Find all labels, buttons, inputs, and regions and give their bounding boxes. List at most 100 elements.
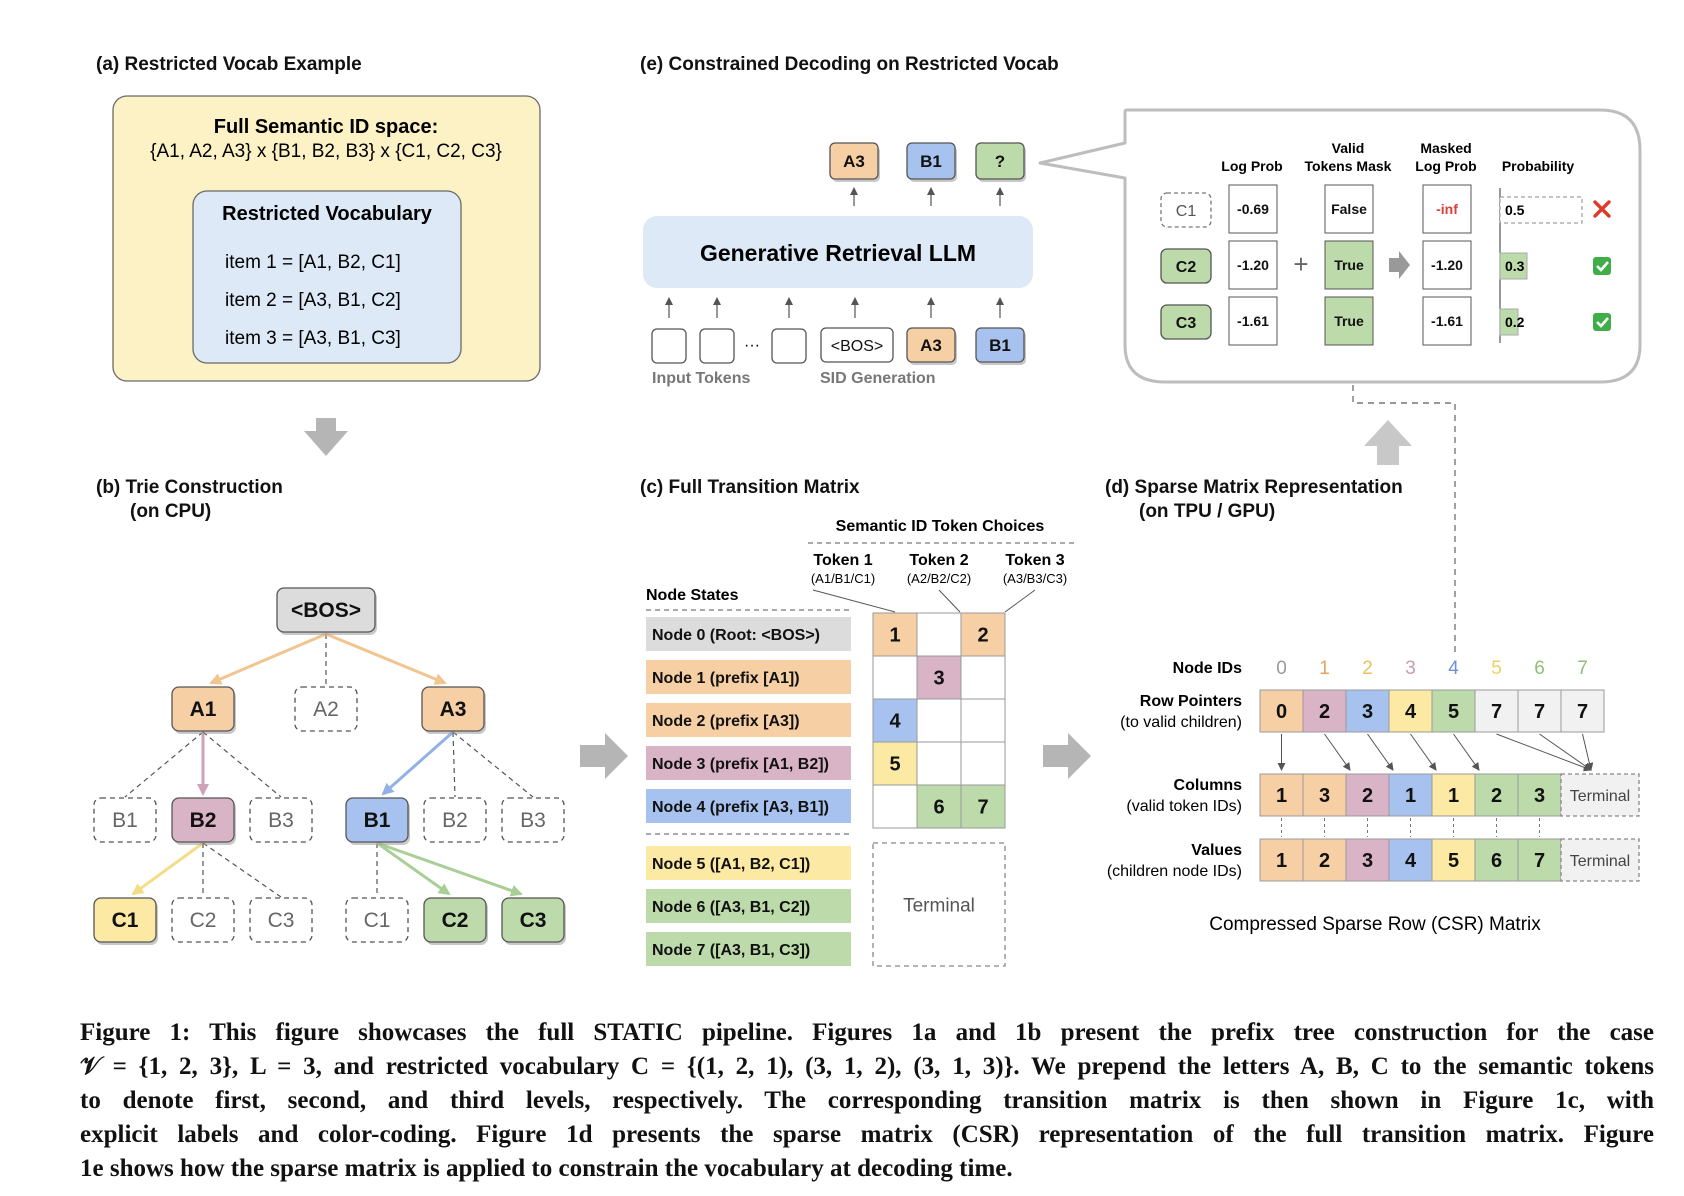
- probability-bar: [1499, 252, 1528, 280]
- column-cell-label: 1: [1276, 785, 1287, 807]
- trie-node-level3: C3: [501, 897, 565, 943]
- column-cell-label: 1: [1448, 785, 1459, 807]
- decoder-output-token-label: ?: [995, 152, 1005, 171]
- panel-c-title: (c) Full Transition Matrix: [640, 477, 860, 498]
- panel-b-title-line1: (b) Trie Construction: [96, 477, 283, 498]
- trie-node-level2: B2: [171, 797, 235, 843]
- probability-bar: [1499, 308, 1519, 336]
- value-cell-label: 6: [1491, 850, 1502, 872]
- trie-node-level1: A2: [294, 686, 358, 732]
- llm-box: [643, 216, 1033, 288]
- row-pointer-cell-label: 0: [1276, 701, 1287, 723]
- panel-b-title: (b) Trie Construction (on CPU): [96, 476, 283, 524]
- value-cell: 7: [1517, 838, 1562, 882]
- matrix-cell: [960, 698, 1006, 743]
- masked-log-prob-cell: -1.61: [1422, 296, 1472, 346]
- trie-node-level2: B1: [93, 797, 157, 843]
- node-id: 3: [1405, 658, 1416, 679]
- full-space-title: Full Semantic ID space:: [214, 116, 439, 138]
- trie-node-level3-label: C2: [190, 909, 217, 932]
- value-cell-label: 4: [1405, 850, 1417, 872]
- candidate-token: C1: [1160, 192, 1212, 228]
- row-pointer-cell-label: 7: [1577, 701, 1588, 723]
- matrix-cell: [872, 784, 918, 829]
- trie-node-level2: B3: [501, 797, 565, 843]
- value-cell: 6: [1474, 838, 1519, 882]
- decoder-output-token: ?: [975, 142, 1025, 180]
- token-header-sub: (A2/B2/C2): [907, 571, 971, 586]
- token-header: Token 3: [1005, 552, 1064, 569]
- check-icon: [1593, 313, 1611, 331]
- matrix-cell: 1: [872, 612, 918, 657]
- masked-header-2: Log Prob: [1415, 158, 1476, 174]
- log-prob-cell: -1.61: [1228, 296, 1278, 346]
- value-cell-label: 5: [1448, 850, 1459, 872]
- probability-value: 0.5: [1505, 202, 1525, 218]
- node-id: 0: [1276, 658, 1287, 679]
- matrix-cell-label: 3: [933, 668, 944, 690]
- row-pointer-cell: 5: [1431, 689, 1476, 733]
- panel-a-title: (a) Restricted Vocab Example: [96, 54, 362, 75]
- matrix-cell: 5: [872, 741, 918, 786]
- caption-line: explicit labels and color-coding. Figure…: [80, 1121, 1654, 1148]
- masked-log-prob-cell-label: -inf: [1436, 201, 1458, 217]
- column-cell-label: 3: [1319, 785, 1330, 807]
- caption-line: Figure 1: This figure showcases the full…: [80, 1019, 1654, 1046]
- panel-b-title-line2: (on CPU): [130, 501, 212, 522]
- caption-line: 𝒱 = {1, 2, 3}, L = 3, and restricted voc…: [80, 1053, 1654, 1080]
- trie-node-level2-label: B2: [190, 809, 217, 832]
- trie-node-level1: A3: [421, 686, 485, 732]
- terminal-node-row: Node 7 ([A3, B1, C3]): [646, 932, 851, 966]
- matrix-cell: [916, 612, 962, 657]
- column-cell: 1: [1388, 773, 1433, 817]
- masked-log-prob-cell-label: -1.20: [1431, 257, 1463, 273]
- columns-sub: (valid token IDs): [1126, 798, 1242, 815]
- column-cell: 1: [1431, 773, 1476, 817]
- node-state-row: Node 0 (Root: <BOS>): [646, 617, 851, 651]
- row-pointer-cell: 0: [1259, 689, 1304, 733]
- terminal-node-row-label: Node 7 ([A3, B1, C3]): [652, 942, 810, 959]
- probability-value: 0.3: [1505, 258, 1525, 274]
- terminal-node-row-label: Node 6 ([A3, B1, C2]): [652, 899, 810, 916]
- matrix-cell-label: 1: [889, 625, 900, 647]
- row-pointer-cell-label: 2: [1319, 701, 1330, 723]
- matrix-cell: 6: [916, 784, 962, 829]
- sid-input-token: B1: [975, 327, 1025, 363]
- input-token-box: [771, 328, 807, 364]
- masked-header-1: Masked: [1420, 140, 1471, 156]
- row-pointers-label: Row Pointers: [1140, 693, 1242, 710]
- node-id: 6: [1534, 658, 1545, 679]
- figure-caption: Figure 1: This figure showcases the full…: [80, 1016, 1654, 1186]
- full-space-expr: {A1, A2, A3} x {B1, B2, B3} x {C1, C2, C…: [150, 141, 502, 162]
- trie-node-level3: C3: [249, 897, 313, 943]
- candidate-token-label: C2: [1176, 259, 1197, 276]
- node-id: 7: [1577, 658, 1588, 679]
- decoder-output-token-label: A3: [843, 152, 865, 171]
- trie-node-level2-label: B2: [442, 809, 468, 832]
- trie-node-level2: B1: [345, 797, 409, 843]
- panel-d-title-line2: (on TPU / GPU): [1139, 501, 1276, 522]
- log-prob-cell: -1.20: [1228, 240, 1278, 290]
- matrix-cell: [960, 655, 1006, 700]
- terminal-node-row-label: Node 5 ([A1, B2, C1]): [652, 856, 810, 873]
- node-id: 4: [1448, 658, 1459, 679]
- value-cell: 1: [1259, 838, 1304, 882]
- vocab-item: item 2 = [A3, B1, C2]: [225, 290, 401, 311]
- matrix-cell-label: 4: [889, 711, 901, 733]
- node-state-row: Node 1 (prefix [A1]): [646, 660, 851, 694]
- log-prob-header: Log Prob: [1221, 158, 1282, 174]
- terminal-node-row: Node 6 ([A3, B1, C2]): [646, 889, 851, 923]
- matrix-cell: 4: [872, 698, 918, 743]
- token-choices-header: Semantic ID Token Choices: [836, 518, 1045, 535]
- columns-label: Columns: [1174, 777, 1243, 794]
- trie-node-level1-label: A3: [440, 698, 467, 721]
- check-icon: [1593, 257, 1611, 275]
- matrix-cell-label: 6: [933, 797, 944, 819]
- trie-node-level2-label: B1: [112, 809, 138, 832]
- node-id: 1: [1319, 658, 1330, 679]
- value-cell: 4: [1388, 838, 1433, 882]
- input-token-box: [651, 328, 687, 364]
- panel-e-title: (e) Constrained Decoding on Restricted V…: [640, 54, 1059, 75]
- up-arrow-icon: [1364, 420, 1412, 465]
- trie-node-level2-label: B3: [268, 809, 294, 832]
